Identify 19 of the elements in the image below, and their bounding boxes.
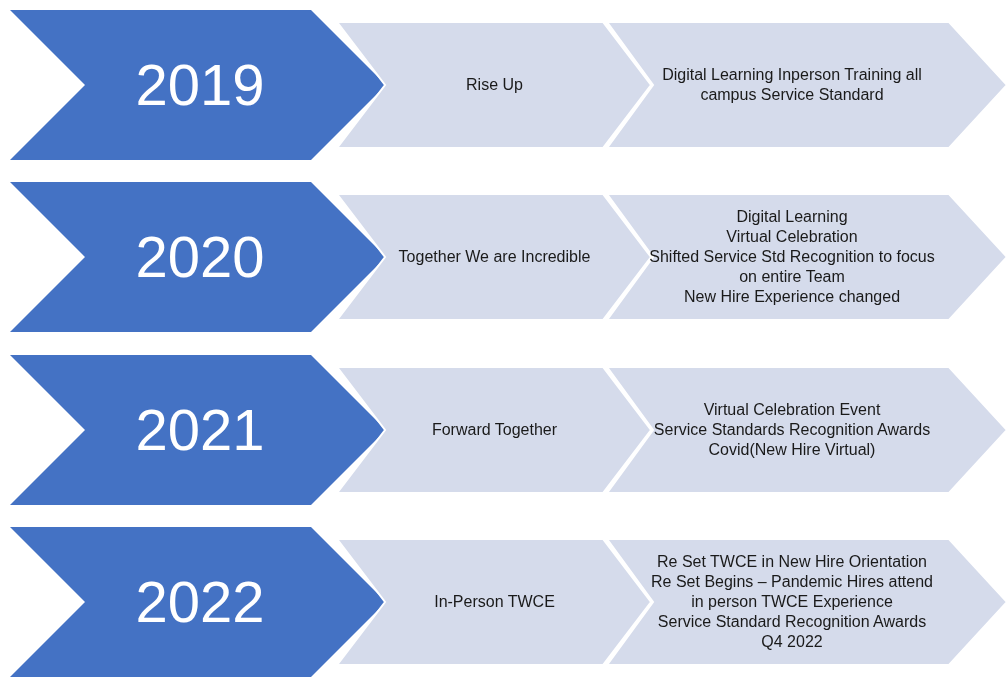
year-label: 2022: [135, 573, 265, 631]
detail-text: Digital Learning: [736, 207, 848, 227]
year-label: 2020: [135, 228, 265, 286]
detail-text: Shifted Service Std Recognition to focus on entire Team: [648, 247, 936, 287]
detail-text: Re Set Begins – Pandemic Hires attend in person TWCE Experience: [650, 572, 934, 612]
detail-text: Virtual Celebration Event: [703, 400, 881, 420]
year-label: 2021: [135, 401, 265, 459]
detail-text: Re Set TWCE in New Hire Orientation: [657, 552, 927, 572]
detail-text: Virtual Celebration: [726, 227, 858, 247]
detail-text: Digital Learning Inperson Training all campus Service Standard: [661, 65, 923, 105]
theme-text: Forward Together: [431, 420, 558, 440]
theme-text: Rise Up: [466, 75, 523, 95]
theme-text: Together We are Incredible: [398, 247, 591, 267]
detail-text: New Hire Experience changed: [683, 287, 901, 307]
theme-text: In-Person TWCE: [434, 592, 555, 612]
detail-text: Service Standard Recognition Awards Q4 2022: [656, 612, 928, 652]
detail-text: Service Standards Recognition Awards: [653, 420, 931, 440]
year-label: 2019: [135, 56, 265, 114]
detail-text: Covid(New Hire Virtual): [708, 440, 876, 460]
